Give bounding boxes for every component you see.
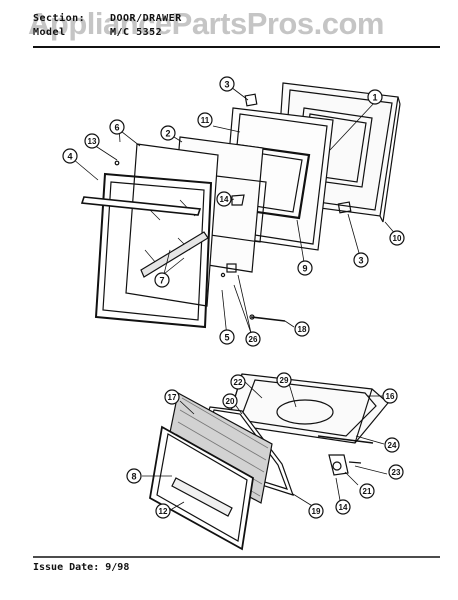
callout-3a-label: 3 <box>224 80 229 90</box>
callout-14a: 14 <box>216 191 232 207</box>
callout-12: 12 <box>155 503 171 519</box>
callout-13-label: 13 <box>88 137 97 146</box>
callout-2-label: 2 <box>165 129 170 139</box>
callout-19: 19 <box>308 503 324 519</box>
drawer-front <box>149 425 254 551</box>
callout-20-label: 20 <box>226 397 235 406</box>
drawer-rail <box>317 435 374 444</box>
callout-1-label: 1 <box>372 93 377 103</box>
callout-8: 8 <box>126 468 142 484</box>
drawer-bracket <box>328 454 362 476</box>
outer-door-frame <box>80 172 213 329</box>
callout-24-label: 24 <box>388 441 397 450</box>
callout-11-label: 11 <box>201 116 210 125</box>
outer-glass <box>125 143 219 307</box>
watermark: AppliancePartsPros.com <box>28 6 384 41</box>
callout-4: 4 <box>62 148 78 164</box>
callout-14a-label: 14 <box>220 195 229 204</box>
drawer-assembly <box>142 373 389 551</box>
callout-2: 2 <box>160 125 176 141</box>
callout-6-label: 6 <box>114 123 119 133</box>
issue-date-label: Issue Date: <box>33 562 100 573</box>
callout-16-label: 16 <box>386 392 395 401</box>
callout-16: 16 <box>382 388 398 404</box>
callout-12-label: 12 <box>159 507 168 516</box>
callout-8-label: 8 <box>131 472 136 482</box>
callout-24: 24 <box>384 437 400 453</box>
callout-3b-label: 3 <box>358 256 363 266</box>
callout-23: 23 <box>388 464 404 480</box>
callout-14b: 14 <box>335 499 351 515</box>
callout-7-label: 7 <box>159 276 164 286</box>
callout-1: 1 <box>367 89 383 105</box>
callout-13: 13 <box>84 133 100 149</box>
callout-21: 21 <box>359 483 375 499</box>
callout-10: 10 <box>389 230 405 246</box>
callout-9-label: 9 <box>302 264 307 274</box>
door-small-parts <box>114 93 352 322</box>
callout-4-label: 4 <box>67 152 72 162</box>
callout-3a: 3 <box>219 76 235 92</box>
door-leader-lines <box>72 83 398 338</box>
callout-10-label: 10 <box>393 234 402 243</box>
callout-20: 20 <box>222 393 238 409</box>
callout-18: 18 <box>294 321 310 337</box>
section-label: Section: <box>33 13 86 24</box>
callout-17: 17 <box>164 389 180 405</box>
callout-22: 22 <box>230 374 246 390</box>
callout-7: 7 <box>154 272 170 288</box>
callout-29-label: 29 <box>280 376 289 385</box>
callout-18-label: 18 <box>298 325 307 334</box>
callout-9: 9 <box>297 260 313 276</box>
callout-3b: 3 <box>353 252 369 268</box>
callout-bubbles: 1 2 3 3 4 5 6 7 8 9 10 11 12 13 14 16 17… <box>62 76 405 519</box>
issue-date: Issue Date: 9/98 <box>33 562 129 573</box>
model-value: M/C 5352 <box>110 27 163 38</box>
door-assembly <box>72 82 401 338</box>
callout-19-label: 19 <box>312 507 321 516</box>
section-value: DOOR/DRAWER <box>110 13 182 24</box>
callout-29: 29 <box>276 372 292 388</box>
callout-21-label: 21 <box>363 487 372 496</box>
callout-6: 6 <box>109 119 125 135</box>
callout-14b-label: 14 <box>339 503 348 512</box>
callout-17-label: 17 <box>168 393 177 402</box>
issue-date-value: 9/98 <box>105 562 130 573</box>
callout-23-label: 23 <box>392 468 401 477</box>
callout-26-label: 26 <box>249 335 258 344</box>
callout-11: 11 <box>197 112 213 128</box>
callout-5-label: 5 <box>224 333 229 343</box>
callout-22-label: 22 <box>234 378 243 387</box>
callout-26: 26 <box>245 331 261 347</box>
callout-5: 5 <box>219 329 235 345</box>
model-label: Model <box>33 27 66 38</box>
